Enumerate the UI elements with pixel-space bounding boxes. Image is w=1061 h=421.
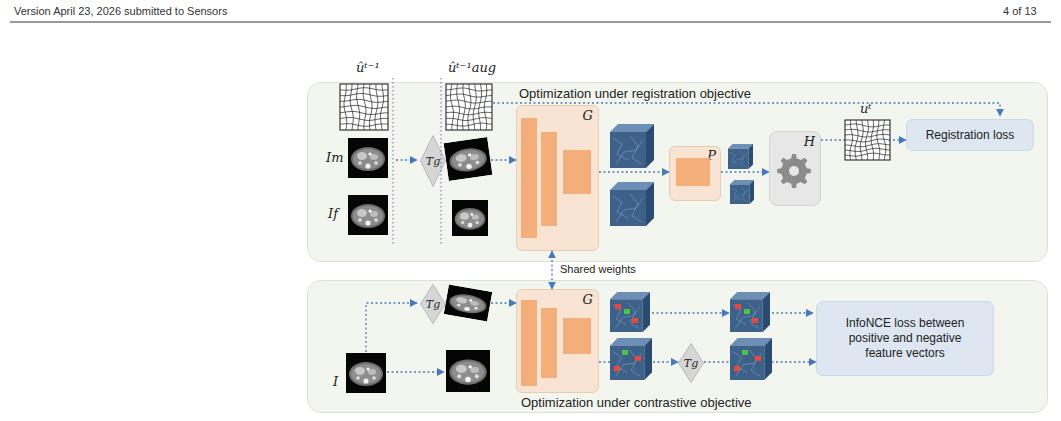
objective-panel: Optimization under contrastive objective… (307, 280, 1048, 413)
math-label: I (333, 374, 338, 389)
projection-box: P (669, 146, 721, 201)
symbol-letter: G (583, 292, 593, 307)
math-label: If (328, 206, 338, 221)
math-label: ûᵗ⁻¹ (356, 60, 380, 75)
encoder-box: G (516, 105, 599, 251)
page-number: 4 of 13 (1003, 5, 1037, 17)
loss-box: InfoNCE loss between positive and negati… (816, 301, 994, 376)
loss-box: Registration loss (906, 119, 1034, 151)
head-box: H (769, 131, 821, 206)
symbol-letter: Tg (426, 155, 440, 168)
transform-diamond: Tg (420, 284, 446, 324)
transform-diamond: Tg (420, 135, 446, 187)
math-label: ûᵗ⁻¹aug (448, 60, 496, 75)
symbol-letter: Tg (684, 357, 698, 370)
symbol-letter: P (707, 148, 716, 163)
symbol-letter: H (804, 134, 815, 149)
objective-panel: Optimization under registration objectiv… (307, 82, 1048, 262)
box-label: InfoNCE loss between positive and negati… (845, 316, 965, 361)
header-rule (10, 22, 1051, 23)
diamond-shape (421, 136, 446, 187)
math-label: Im (326, 150, 343, 165)
panel-title: Optimization under registration objectiv… (519, 86, 751, 101)
math-label: uᵗ (860, 101, 872, 116)
transform-diamond: Tg (678, 343, 704, 383)
page-header: Version April 23, 2026 submitted to Sens… (14, 5, 227, 17)
diamond-shape (679, 344, 704, 383)
encoder-box: G (516, 289, 599, 393)
box-label: Registration loss (926, 128, 1015, 142)
symbol-letter: G (583, 108, 593, 123)
diamond-shape (421, 285, 446, 324)
panel-title: Optimization under contrastive objective (521, 395, 752, 410)
connector-label: Shared weights (560, 263, 636, 275)
symbol-letter: Tg (426, 298, 440, 311)
